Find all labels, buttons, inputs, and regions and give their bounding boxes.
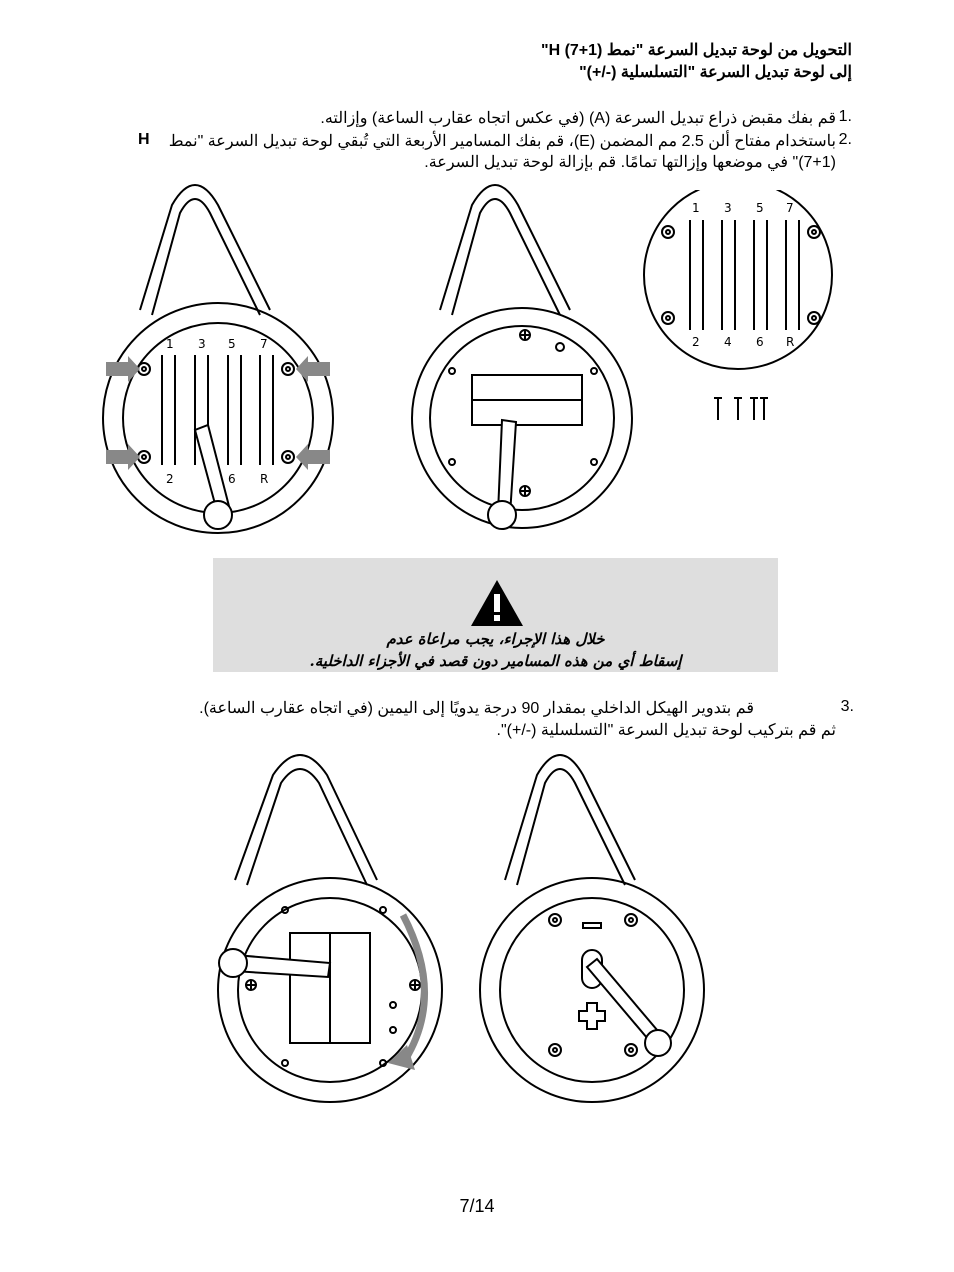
gate-label-5: 5	[228, 337, 236, 351]
gate-label-6: 6	[228, 472, 236, 486]
figure-shifter-plate-removed	[411, 184, 633, 530]
figure-shifter-h-plate-arrows: 1 3 5 7 2 6 R	[102, 184, 334, 534]
warning-box: خلال هذا الإجراء، يجب مراعاة عدم إسقاط أ…	[213, 558, 778, 672]
step-1-number: 1.	[838, 108, 852, 125]
page-number: 7/14	[459, 1196, 495, 1216]
figure-sequential-plate-installed	[479, 754, 705, 1103]
plate-label-r: R	[786, 335, 794, 349]
step-2-text-line-2: (7+1)" في موضعها وإزالتها تمامًا. قم بإز…	[424, 154, 836, 171]
section-title: التحويل من لوحة تبديل السرعة "نمط H (7+1…	[132, 40, 852, 84]
gate-label-2: 2	[166, 472, 174, 486]
step-2-number: 2.	[838, 131, 852, 148]
plate-label-3: 3	[724, 201, 732, 215]
warning-icon	[471, 580, 523, 626]
gate-label-3: 3	[198, 337, 206, 351]
plate-label-4: 4	[724, 335, 732, 349]
plate-label-2: 2	[692, 335, 700, 349]
warning-line-1: خلال هذا الإجراء، يجب مراعاة عدم	[386, 630, 605, 648]
step-3-text-line-1: قم بتدوير الهيكل الداخلي بمقدار 90 درجة …	[199, 700, 754, 717]
step-3-text-line-2: ثم قم بتركيب لوحة تبديل السرعة "التسلسلي…	[496, 722, 836, 739]
gate-label-1: 1	[166, 337, 174, 351]
step-3-number: 3.	[840, 698, 854, 715]
gate-label-r: R	[260, 472, 268, 486]
plate-label-1: 1	[692, 201, 700, 215]
plate-label-6: 6	[756, 335, 764, 349]
figure-h-plate-detached: 1 3 5 7 2 4 6 R	[643, 190, 833, 420]
step-2-text-line-1: باستخدام مفتاح ألن 2.5 مم المضمن (E)، قم…	[168, 133, 836, 150]
figure-rotate-inner-frame	[217, 754, 443, 1103]
warning-line-2: إسقاط أي من هذه المسامير دون قصد في الأج…	[309, 652, 682, 670]
gate-label-7: 7	[260, 337, 268, 351]
plate-label-7: 7	[786, 201, 794, 215]
plate-label-5: 5	[756, 201, 764, 215]
step-2-pattern-letter: H	[138, 131, 150, 148]
title-line-2: إلى لوحة تبديل السرعة "التسلسلية (-/+)"	[579, 64, 852, 81]
title-line-1: التحويل من لوحة تبديل السرعة "نمط H (7+1…	[540, 42, 852, 59]
step-1-text: قم بفك مقبض ذراع تبديل السرعة (A) (في عك…	[320, 110, 836, 127]
